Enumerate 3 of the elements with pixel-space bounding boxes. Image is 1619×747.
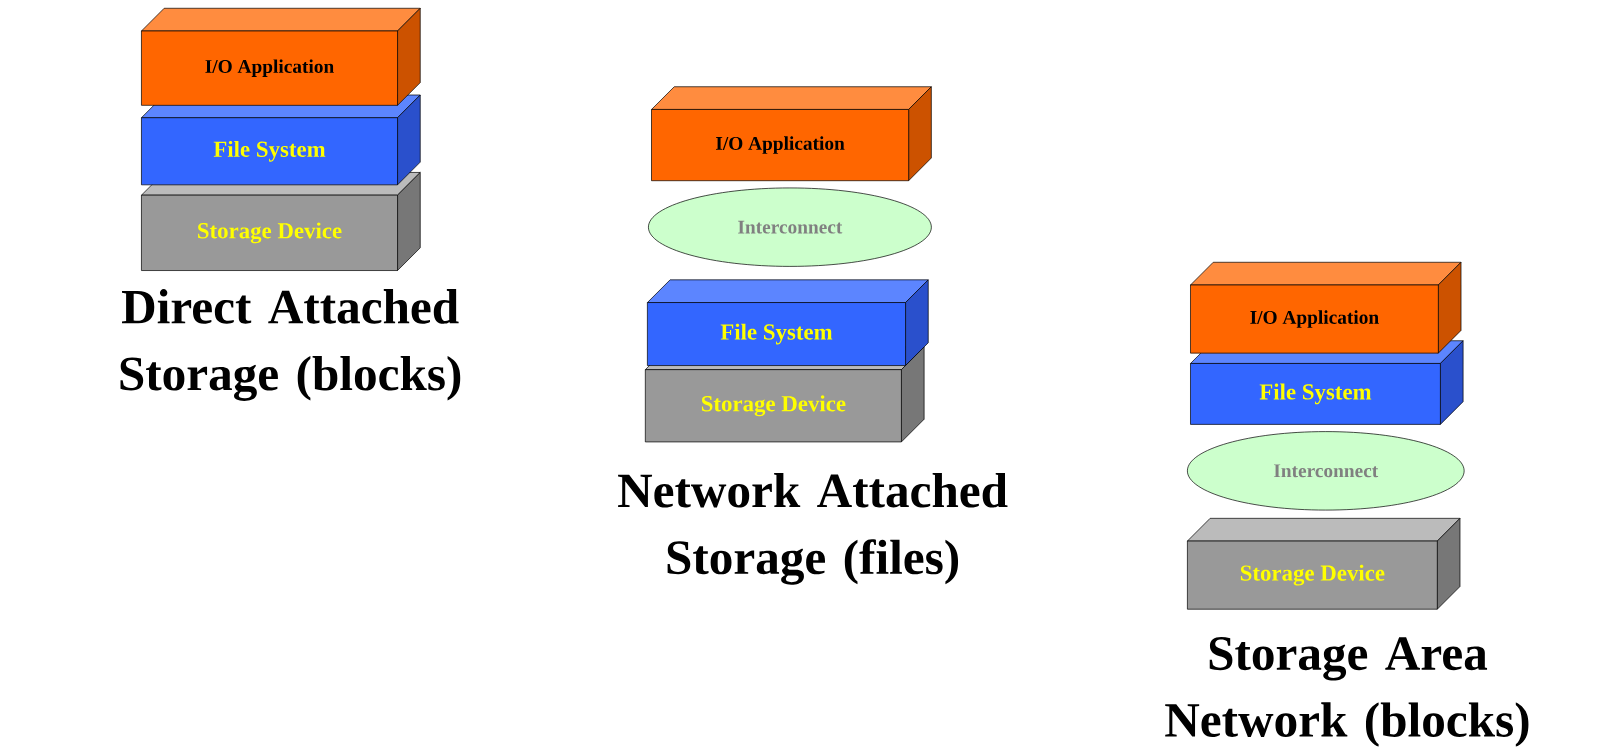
caption: Direct Attached Storage (blocks): [120, 289, 461, 402]
caption: Storage Area Network (blocks): [1165, 637, 1529, 747]
caption: Network Attached Storage (files): [618, 473, 1008, 585]
